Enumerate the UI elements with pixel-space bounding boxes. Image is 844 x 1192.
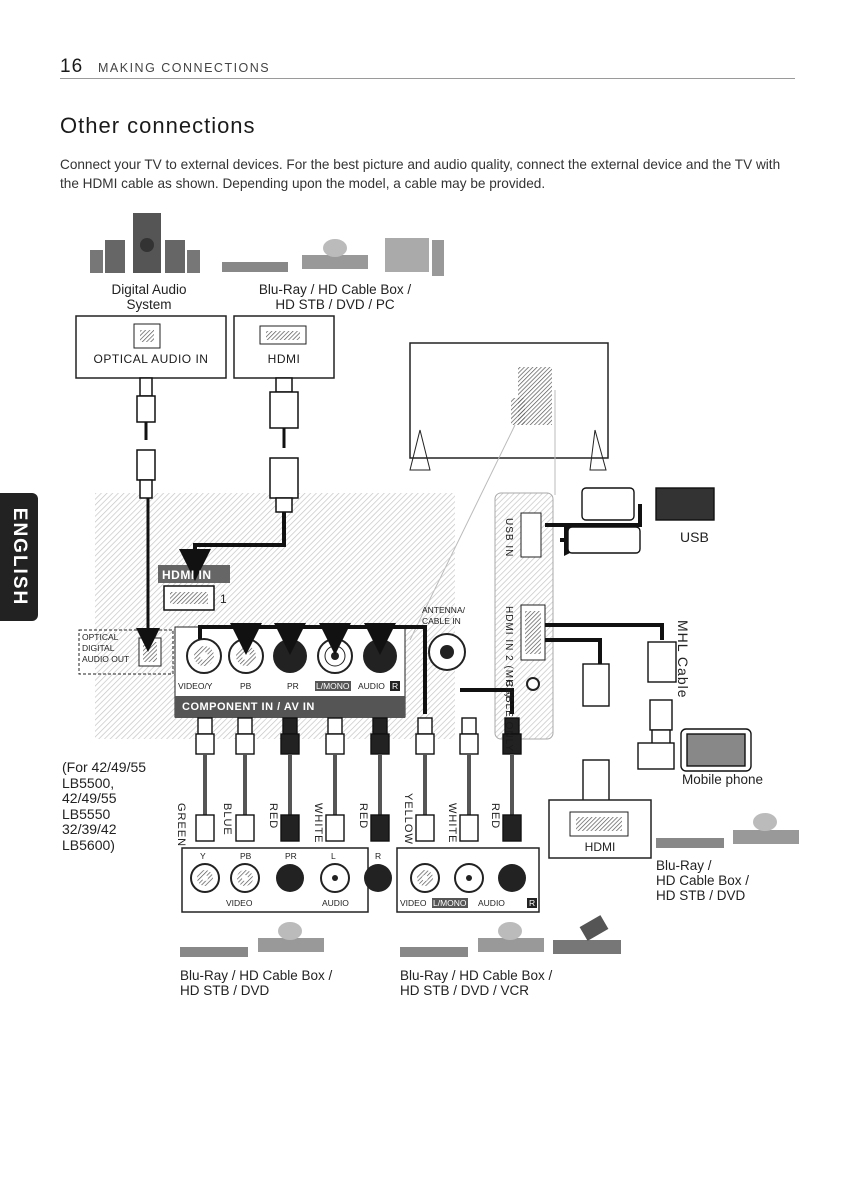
av-r: R (527, 898, 538, 908)
usb-devices (567, 487, 715, 554)
cable-red-2: RED (357, 803, 369, 830)
tv-outline (409, 342, 609, 641)
speaker-system-icon (90, 213, 200, 273)
language-tab: ENGLISH (0, 493, 38, 621)
cable-white-2: WHITE (446, 803, 458, 844)
bottom-right-label: Blu-Ray / HD Cable Box / HD STB / DVD / … (400, 968, 553, 998)
cable-only-label: CABLE ONLY (503, 680, 514, 753)
optical-out-label: OPTICAL DIGITAL AUDIO OUT (82, 632, 130, 664)
cable-yellow: YELLOW (402, 793, 414, 845)
cable-red-3: RED (489, 803, 501, 830)
right-player-label: Blu-Ray / HD Cable Box / HD STB / DVD (656, 858, 750, 903)
optical-audio-in-label: OPTICAL AUDIO IN (93, 352, 209, 366)
comp-pb: PB (240, 851, 252, 861)
usb-in-label: USB IN (503, 518, 514, 558)
audio-system-label: Digital Audio System (111, 282, 187, 312)
mhl-cable-label: MHL Cable (675, 620, 691, 699)
hdmi-port-number: 1 (220, 592, 227, 606)
hdmi-cable (179, 377, 299, 581)
av-lmono: L/MONO (432, 898, 468, 908)
cable-red-1: RED (267, 803, 279, 830)
av-video: VIDEO (400, 898, 427, 908)
jack-audio: AUDIO (358, 681, 385, 691)
cable-green: GREEN (175, 803, 187, 848)
hdmi-in-label: HDMI IN (162, 568, 212, 582)
comp-pr: PR (285, 851, 297, 861)
top-player-label: Blu-Ray / HD Cable Box / HD STB / DVD / … (258, 282, 412, 312)
comp-audio: AUDIO (322, 898, 349, 908)
model-note: (For 42/49/55 LB5500, 42/49/55 LB5550 32… (62, 759, 147, 853)
optical-cable (136, 377, 160, 652)
bottom-left-label: Blu-Ray / HD Cable Box / HD STB / DVD (180, 968, 333, 998)
comp-y: Y (200, 851, 206, 861)
usb-label: USB (680, 529, 709, 545)
hdmi-port-label: HDMI (267, 352, 301, 366)
comp-l: L (331, 851, 336, 861)
jack-pr: PR (287, 681, 299, 691)
jack-pb: PB (240, 681, 252, 691)
comp-video: VIDEO (226, 898, 253, 908)
cable-blue: BLUE (221, 803, 233, 836)
mobile-phone-label: Mobile phone (682, 772, 764, 787)
hdmi-in-2-label: HDMI IN 2 (MHL) (503, 606, 514, 699)
jack-lmono: L/MONO (315, 681, 351, 691)
av-audio: AUDIO (478, 898, 505, 908)
jack-r: R (390, 681, 401, 691)
comp-r: R (375, 851, 382, 861)
page-title: Other connections (60, 113, 256, 138)
section-title: MAKING CONNECTIONS (98, 61, 271, 75)
hdmi-box-label: HDMI (584, 840, 616, 854)
antenna-label: ANTENNA/ CABLE IN (422, 605, 465, 626)
mhl-cable (582, 641, 752, 803)
page-header: 16 MAKING CONNECTIONS (60, 56, 795, 79)
intro-paragraph: Connect your TV to external devices. For… (60, 157, 781, 191)
page-number: 16 (60, 56, 84, 77)
cable-white-1: WHITE (312, 803, 324, 844)
jack-video-y: VIDEO/Y (178, 681, 213, 691)
top-players-icon (222, 238, 444, 276)
component-av-label: COMPONENT IN / AV IN (182, 701, 315, 713)
